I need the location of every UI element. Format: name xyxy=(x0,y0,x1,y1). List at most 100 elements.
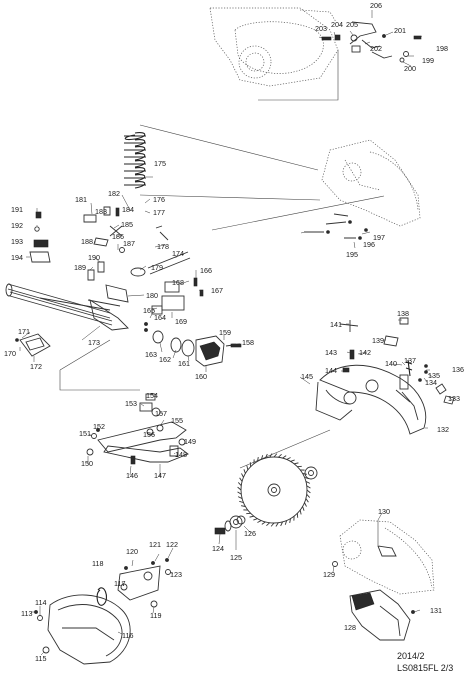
part-number-191: 191 xyxy=(11,205,23,214)
part-number-116: 116 xyxy=(122,631,133,640)
bolt-158 xyxy=(230,343,242,348)
part-number-142: 142 xyxy=(359,348,371,357)
part-number-193: 193 xyxy=(11,237,23,246)
arm-147 xyxy=(97,421,187,453)
block-169 xyxy=(161,295,185,311)
bearing-162 xyxy=(170,337,182,353)
part-number-205: 205 xyxy=(346,20,358,29)
group-line-blade xyxy=(239,429,331,469)
screw-121 xyxy=(151,561,155,565)
clamp-plate-172 xyxy=(15,333,51,357)
nut-115 xyxy=(42,646,50,654)
nut-150 xyxy=(86,448,94,456)
part-number-199: 199 xyxy=(422,56,434,65)
part-number-158: 158 xyxy=(242,338,254,347)
blade-tooth xyxy=(237,486,242,491)
part-number-153: 153 xyxy=(125,399,137,408)
motor-housing-top xyxy=(209,7,339,87)
housing-160 xyxy=(195,335,225,367)
part-number-117: 117 xyxy=(114,579,125,588)
blade-tooth xyxy=(261,521,266,525)
part-number-120: 120 xyxy=(126,547,138,556)
cover-133 xyxy=(443,395,455,405)
pin-201 xyxy=(382,34,386,38)
dust-chute-128 xyxy=(332,561,415,641)
shaft-174 xyxy=(130,225,191,277)
blade-tooth xyxy=(273,453,278,458)
pin-142 xyxy=(349,349,355,360)
plate-194 xyxy=(29,251,51,263)
blade-tooth xyxy=(266,522,270,527)
part-number-204: 204 xyxy=(331,20,343,29)
part-number-163: 163 xyxy=(145,350,157,359)
lever-141 xyxy=(339,320,359,332)
blade-tooth xyxy=(257,520,262,523)
part-number-132: 132 xyxy=(437,425,449,434)
part-number-130: 130 xyxy=(378,507,390,516)
blade-fasteners xyxy=(214,515,246,535)
screw-129 xyxy=(332,561,338,567)
block-193 xyxy=(33,239,49,248)
part-number-174: 174 xyxy=(172,249,184,258)
nut-149 xyxy=(178,438,186,446)
leader-lines xyxy=(19,10,453,656)
screw-203 xyxy=(321,36,332,41)
blade-tooth xyxy=(270,522,275,527)
part-number-175: 175 xyxy=(154,159,166,168)
part-number-182: 182 xyxy=(108,189,120,198)
part-number-157: 157 xyxy=(155,409,167,418)
part-number-171: 171 xyxy=(18,327,30,336)
part-number-147: 147 xyxy=(154,471,166,480)
part-number-176: 176 xyxy=(153,195,165,204)
part-number-195: 195 xyxy=(346,250,358,259)
part-number-121: 121 xyxy=(149,540,161,549)
blade-tooth xyxy=(293,462,299,465)
blade-tooth xyxy=(241,473,244,478)
part-number-115: 115 xyxy=(35,654,46,663)
blade-tooth xyxy=(237,482,242,486)
blade-tooth xyxy=(306,489,311,494)
washer-151 xyxy=(91,433,97,439)
part-148 xyxy=(169,445,179,457)
switch-lever-assembly xyxy=(321,21,422,63)
blade-tooth xyxy=(299,509,302,515)
arm-assembly xyxy=(86,393,189,465)
nut-144 xyxy=(342,367,350,373)
part-number-173: 173 xyxy=(88,338,100,347)
part-number-123: 123 xyxy=(170,570,182,579)
revision-date: 2014/2 xyxy=(397,651,425,661)
washer-192 xyxy=(34,226,40,232)
rail-small-parts xyxy=(29,206,204,332)
washer-114 xyxy=(37,615,43,621)
part-number-172: 172 xyxy=(30,362,42,371)
washer-155 xyxy=(156,424,164,432)
blade-tooth xyxy=(305,498,309,503)
part-number-206: 206 xyxy=(370,1,382,10)
washer-123 xyxy=(165,569,171,575)
blade-tooth xyxy=(269,453,273,458)
part-181 xyxy=(83,214,97,223)
screw-122 xyxy=(165,558,169,562)
part-number-198: 198 xyxy=(436,44,448,53)
lever-parts-138-144 xyxy=(339,317,413,377)
washer-199 xyxy=(403,51,409,57)
lower-guard-116 xyxy=(34,558,171,665)
part-number-122: 122 xyxy=(166,540,178,549)
rail-holder-173 xyxy=(89,299,129,331)
part-number-128: 128 xyxy=(344,623,356,632)
blade-tooth xyxy=(265,453,268,459)
blade-tooth xyxy=(275,522,279,527)
part-number-168: 168 xyxy=(172,278,184,287)
part-number-145: 145 xyxy=(301,372,313,381)
part-number-139: 139 xyxy=(372,336,384,345)
group-line-top xyxy=(258,50,339,101)
part-number-155: 155 xyxy=(171,416,183,425)
part-number-179: 179 xyxy=(151,263,163,272)
screw-198 xyxy=(413,35,422,40)
flange-126 xyxy=(229,515,243,529)
blade-tooth xyxy=(305,481,311,484)
nut-204 xyxy=(334,34,341,41)
part-number-187: 187 xyxy=(123,239,135,248)
pin-189 xyxy=(87,269,95,281)
